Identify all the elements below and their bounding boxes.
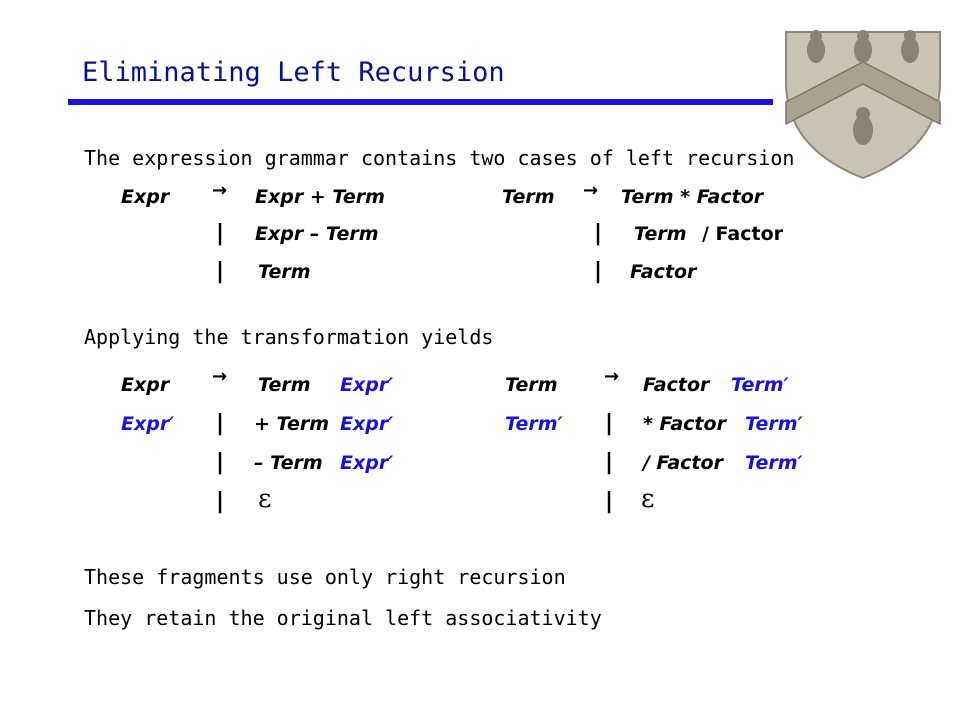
g1-term-rhs2a: Term: [634, 223, 687, 245]
g2-termp-lhs: Term′: [505, 413, 563, 435]
g2-term-bar2: |: [605, 450, 614, 475]
g2-expr-lhs: Expr: [121, 374, 170, 396]
g2-term-bar1: |: [605, 411, 614, 436]
g2-term-epsilon: ε: [641, 484, 655, 514]
g2-t2-termp: Term′: [745, 413, 803, 435]
intro-text: The expression grammar contains two case…: [84, 146, 795, 170]
g1-term-bar2: |: [594, 259, 603, 284]
g2-t1-factor: Factor: [643, 374, 710, 396]
g2-expr-epsilon: ε: [258, 484, 272, 514]
g2-t2-factor: * Factor: [643, 413, 726, 435]
g2-expr-bar1: |: [216, 411, 225, 436]
title-divider: [68, 99, 773, 105]
g1-term-bar1: |: [594, 221, 603, 246]
g2-t1-termp: Term′: [731, 374, 789, 396]
g2-exprp-lhs: Expr′: [121, 413, 175, 435]
g2-r2-term: + Term: [254, 413, 330, 435]
g2-expr-arrow: →: [212, 366, 228, 387]
crest-icon: [785, 30, 941, 180]
g2-t3-termp: Term′: [745, 452, 803, 474]
g2-term-lhs: Term: [505, 374, 558, 396]
g1-term-rhs1: Term * Factor: [621, 186, 764, 208]
g2-expr-bar3: |: [216, 489, 225, 514]
g1-term-arrow: →: [583, 180, 599, 201]
g1-expr-rhs3: Term: [258, 261, 311, 283]
g2-t3-factor: / Factor: [643, 452, 723, 474]
g1-expr-lhs: Expr: [121, 186, 170, 208]
g1-expr-rhs2: Expr – Term: [255, 223, 379, 245]
g1-term-rhs3: Factor: [630, 261, 697, 283]
conclusion-line-1: These fragments use only right recursion: [84, 565, 566, 589]
g2-r1-exprp: Expr′: [340, 374, 394, 396]
g1-expr-arrow: →: [212, 180, 228, 201]
g2-expr-bar2: |: [216, 450, 225, 475]
g1-expr-rhs1: Expr + Term: [255, 186, 385, 208]
g1-expr-bar2: |: [216, 259, 225, 284]
applying-text: Applying the transformation yields: [84, 325, 494, 349]
slide-title: Eliminating Left Recursion: [82, 57, 505, 88]
g2-r2-exprp: Expr′: [340, 413, 394, 435]
g1-term-lhs: Term: [502, 186, 555, 208]
g1-term-rhs2b: / Factor: [702, 223, 784, 245]
g2-r3-exprp: Expr′: [340, 452, 394, 474]
g2-r1-term: Term: [258, 374, 311, 396]
g2-term-arrow: →: [604, 366, 620, 387]
conclusion-line-2: They retain the original left associativ…: [84, 606, 602, 630]
g1-expr-bar1: |: [216, 221, 225, 246]
g2-r3-term: – Term: [254, 452, 323, 474]
g2-term-bar3: |: [605, 489, 614, 514]
